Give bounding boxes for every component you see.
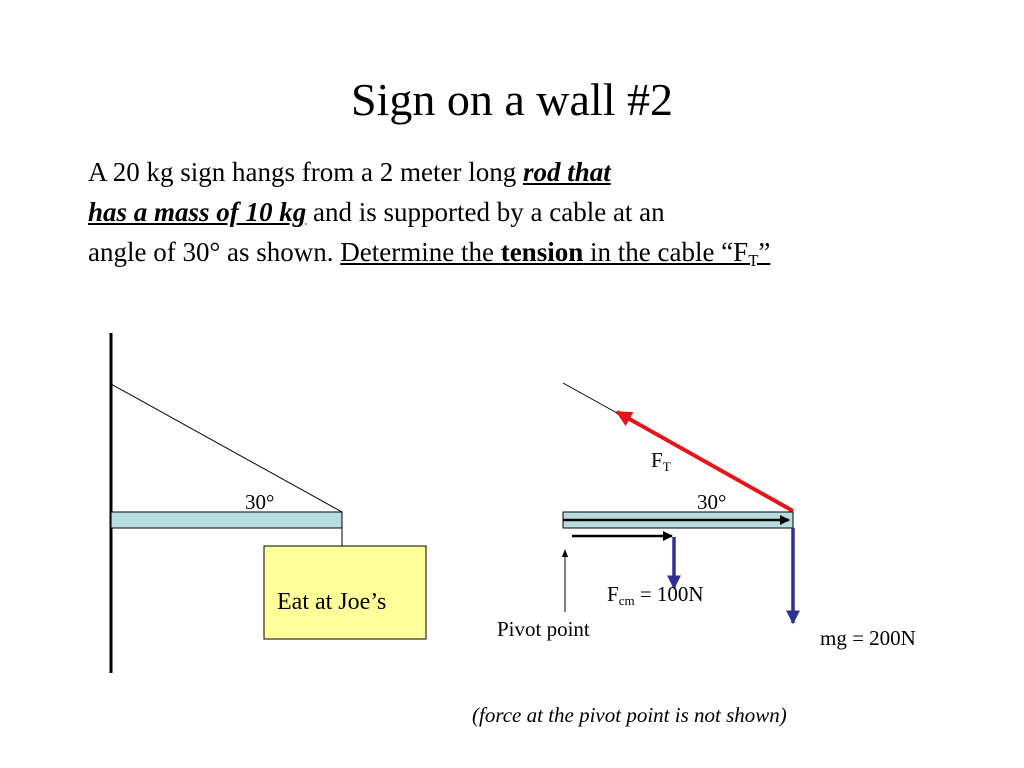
problem-statement: A 20 kg sign hangs from a 2 meter long r… — [88, 152, 988, 272]
right-angle-label: 30° — [697, 490, 727, 514]
sign-board — [263, 545, 427, 640]
cable-extension-line — [562, 382, 618, 414]
fcm-label-main: F — [607, 582, 619, 606]
problem-question-b: in the cable “F — [583, 237, 749, 267]
problem-line-3: angle of 30° as shown. Determine the ten… — [88, 232, 988, 272]
problem-line-1: A 20 kg sign hangs from a 2 meter long r… — [88, 152, 988, 192]
problem-question-sub: T — [748, 251, 759, 271]
fcm-label-sub: cm — [618, 592, 635, 608]
slide-title: Sign on a wall #2 — [351, 74, 673, 125]
problem-line-3-text: angle of 30° as shown. — [88, 237, 341, 267]
fcm-label-value: = 100N — [634, 582, 704, 606]
tension-label: FT — [651, 448, 671, 474]
tension-arrow — [615, 410, 794, 513]
mg-label: mg = 200N — [820, 626, 916, 650]
problem-line-1-emphasis: rod that — [522, 157, 611, 187]
rod — [110, 511, 343, 529]
problem-line-2-emphasis: has a mass of 10 kg — [88, 197, 307, 227]
problem-question-bold: tension — [500, 237, 584, 267]
footnote: (force at the pivot point is not shown) — [472, 703, 787, 727]
problem-question: Determine the tension in the cable “FT” — [340, 237, 771, 271]
pivot-label: Pivot point — [497, 617, 590, 641]
tension-label-main: F — [651, 448, 663, 472]
problem-question-end: ” — [758, 237, 771, 267]
sign-text: Eat at Joe’s — [277, 589, 387, 615]
problem-line-1-text: A 20 kg sign hangs from a 2 meter long — [88, 157, 523, 187]
left-angle-label: 30° — [245, 490, 275, 514]
problem-line-2-text: and is supported by a cable at an — [306, 197, 665, 227]
fcm-label: Fcm = 100N — [607, 582, 704, 608]
problem-line-2: has a mass of 10 kg and is supported by … — [88, 192, 988, 232]
problem-question-a: Determine the — [340, 237, 501, 267]
cable — [110, 383, 343, 513]
tension-label-sub: T — [662, 458, 671, 474]
